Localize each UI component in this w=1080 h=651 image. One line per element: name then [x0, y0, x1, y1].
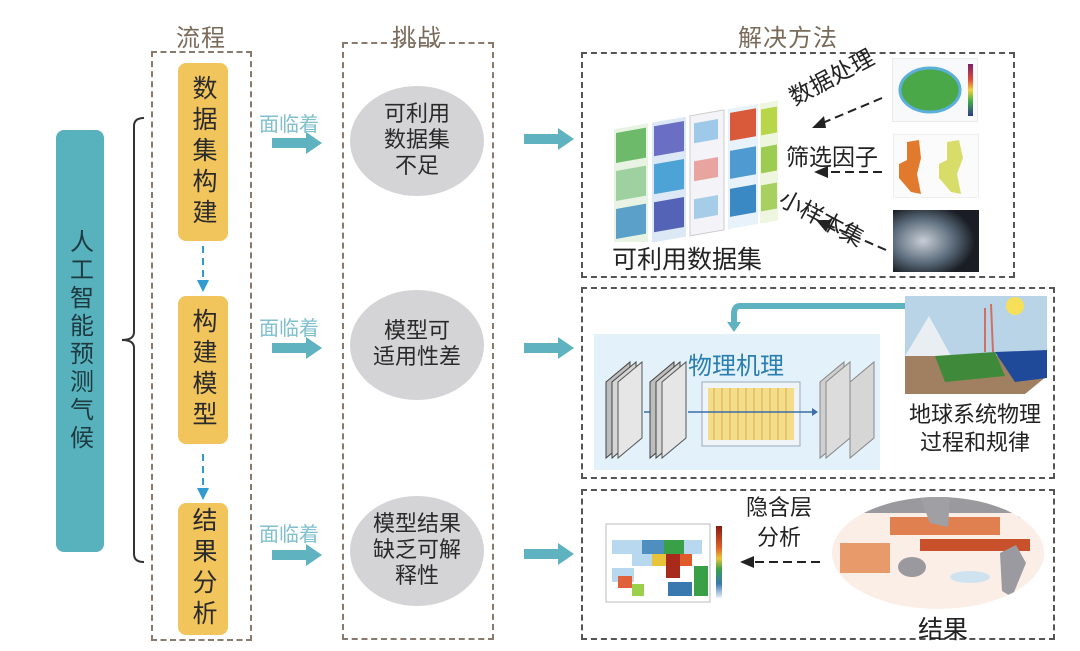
right-arrow-icon: [272, 544, 322, 566]
dashed-arrow-left-icon: [816, 220, 887, 251]
connector-label: 面临着: [259, 316, 319, 340]
challenge-column-title: 挑战: [392, 24, 442, 52]
step-label: 结果分析: [189, 507, 218, 631]
down-arrow-icon: [197, 454, 209, 500]
result-caption: 结果: [918, 615, 969, 644]
dashed-arrow-left-icon: [740, 556, 820, 568]
root-node: 人工智能预测气候: [56, 130, 104, 552]
deconv-layer-1: [819, 360, 851, 460]
earth-system-image: [905, 296, 1047, 394]
neural-network-diagram: [605, 360, 875, 460]
conv-layer-2: [649, 360, 687, 460]
step-factor-screening: 筛选因子: [786, 145, 878, 171]
step-label: 数据集构建: [189, 74, 218, 230]
global-result-map-image: [832, 497, 1044, 609]
conv-layer-1: [605, 360, 643, 460]
connector-label: 面临着: [259, 522, 319, 546]
process-box: [151, 51, 252, 641]
solution-model-box: [581, 287, 1055, 479]
feedback-arrow-icon: [727, 303, 908, 332]
challenge-box: [342, 42, 494, 640]
right-arrow-icon: [524, 337, 574, 359]
challenge-insufficient-data: 可利用数据集不足: [350, 86, 484, 196]
right-arrow-icon: [272, 337, 322, 359]
solution-column-title: 解决方法: [738, 24, 838, 52]
earth-system-caption: 地球系统物理 过程和规律: [908, 403, 1041, 456]
down-arrow-icon: [197, 246, 209, 292]
challenge-poor-applicability: 模型可适用性差: [350, 290, 484, 400]
data-processing-map-image: [892, 58, 978, 122]
deconv-layer-2: [849, 360, 875, 460]
step-result-analysis: 结果分析: [178, 503, 228, 635]
hidden-layer-analysis-label: 隐含层 分析: [746, 496, 813, 551]
step-model-building: 构建模型: [178, 296, 228, 444]
physics-mechanism-label: 物理机理: [688, 352, 784, 380]
solution-dataset-box: [581, 52, 1015, 278]
dataset-caption: 可利用数据集: [612, 245, 763, 274]
dashed-arrow-left-icon: [812, 97, 883, 128]
step-label: 构建模型: [189, 308, 218, 432]
right-arrow-icon: [524, 128, 574, 150]
dashed-arrow-left-icon: [814, 166, 882, 178]
connector-label: 面临着: [259, 112, 319, 136]
factor-screening-map-image: [893, 134, 979, 198]
root-label: 人工智能预测气候: [65, 229, 94, 453]
solution-result-box: [581, 489, 1055, 640]
hidden-layer-heatmap-image: [605, 523, 722, 603]
process-column-title: 流程: [176, 24, 226, 52]
challenge-lack-interpretability: 模型结果缺乏可解释性: [350, 496, 484, 606]
right-arrow-icon: [524, 543, 574, 565]
brace-icon: [121, 117, 145, 563]
satellite-cloud-image: [893, 210, 979, 272]
dataset-maps-image: [614, 100, 778, 242]
step-dataset-construction: 数据集构建: [178, 63, 228, 241]
right-arrow-icon: [272, 132, 322, 154]
